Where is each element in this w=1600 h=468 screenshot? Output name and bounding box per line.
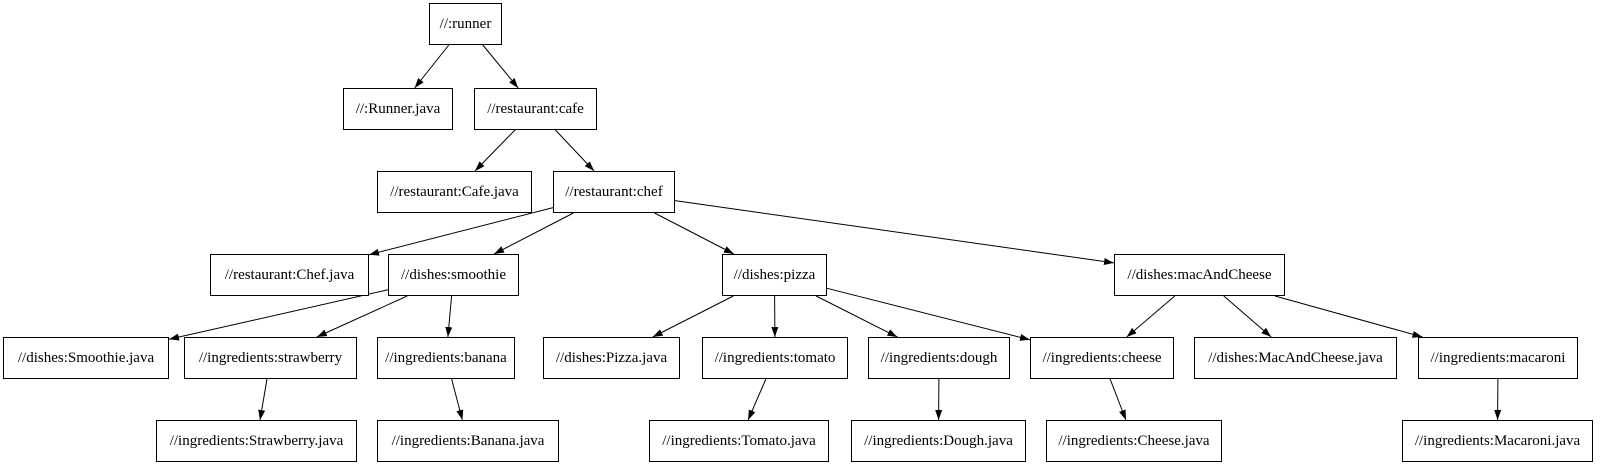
graph-node-strawberry_java: //ingredients:Strawberry.java — [156, 420, 357, 462]
graph-node-pizza_java: //dishes:Pizza.java — [543, 337, 680, 379]
graph-edge-chef-to-macandcheese — [674, 200, 1115, 265]
graph-edge-smoothie-to-smoothie_java — [168, 289, 389, 341]
graph-node-runner: //:runner — [429, 3, 502, 45]
graph-edge-runner-to-runner_java — [414, 44, 450, 89]
graph-node-pizza: //dishes:pizza — [722, 254, 827, 296]
graph-node-smoothie: //dishes:smoothie — [388, 254, 519, 296]
graph-node-cafe: //restaurant:cafe — [474, 88, 597, 130]
graph-edge-chef-to-smoothie — [493, 212, 574, 255]
graph-node-tomato: //ingredients:tomato — [702, 337, 848, 379]
graph-edge-cheese-to-cheese_java — [1109, 378, 1127, 421]
graph-edge-tomato-to-tomato_java — [747, 378, 767, 421]
graph-edge-runner-to-cafe — [482, 44, 519, 89]
graph-edge-cafe-to-chef — [555, 129, 595, 172]
graph-node-smoothie_java: //dishes:Smoothie.java — [3, 337, 169, 379]
graph-edge-macandcheese-to-macaroni — [1274, 295, 1423, 338]
graph-node-macaroni: //ingredients:macaroni — [1418, 337, 1578, 379]
graph-node-dough_java: //ingredients:Dough.java — [851, 420, 1026, 462]
graph-node-tomato_java: //ingredients:Tomato.java — [649, 420, 829, 462]
graph-edge-chef-to-chef_java — [368, 207, 554, 256]
graph-edge-banana-to-banana_java — [451, 378, 464, 421]
graph-node-dough: //ingredients:dough — [868, 337, 1010, 379]
graph-node-macandcheese: //dishes:macAndCheese — [1114, 254, 1285, 296]
graph-node-macaroni_java: //ingredients:Macaroni.java — [1402, 420, 1593, 462]
graph-node-banana: //ingredients:banana — [377, 337, 515, 379]
graph-node-cafe_java: //restaurant:Cafe.java — [377, 171, 532, 213]
graph-edge-cafe-to-cafe_java — [474, 129, 516, 172]
graph-edge-macandcheese-to-macandcheese_java — [1223, 295, 1272, 338]
graph-node-cheese_java: //ingredients:Cheese.java — [1046, 420, 1222, 462]
graph-edge-smoothie-to-banana — [445, 295, 453, 338]
graph-edge-pizza-to-pizza_java — [652, 295, 734, 338]
graph-node-runner_java: //:Runner.java — [343, 88, 453, 130]
graph-node-banana_java: //ingredients:Banana.java — [377, 420, 559, 462]
graph-node-cheese: //ingredients:cheese — [1030, 337, 1174, 379]
graph-edge-pizza-to-dough — [815, 295, 898, 338]
graph-node-chef_java: //restaurant:Chef.java — [210, 254, 369, 296]
graph-node-chef: //restaurant:chef — [553, 171, 675, 213]
graph-edge-strawberry-to-strawberry_java — [258, 378, 268, 421]
graph-node-strawberry: //ingredients:strawberry — [184, 337, 357, 379]
graph-edge-pizza-to-cheese — [826, 287, 1031, 341]
graph-edge-macandcheese-to-cheese — [1126, 295, 1176, 338]
graph-edge-smoothie-to-strawberry — [316, 295, 408, 338]
graph-node-macandcheese_java: //dishes:MacAndCheese.java — [1194, 337, 1397, 379]
graph-edge-chef-to-pizza — [654, 212, 735, 255]
